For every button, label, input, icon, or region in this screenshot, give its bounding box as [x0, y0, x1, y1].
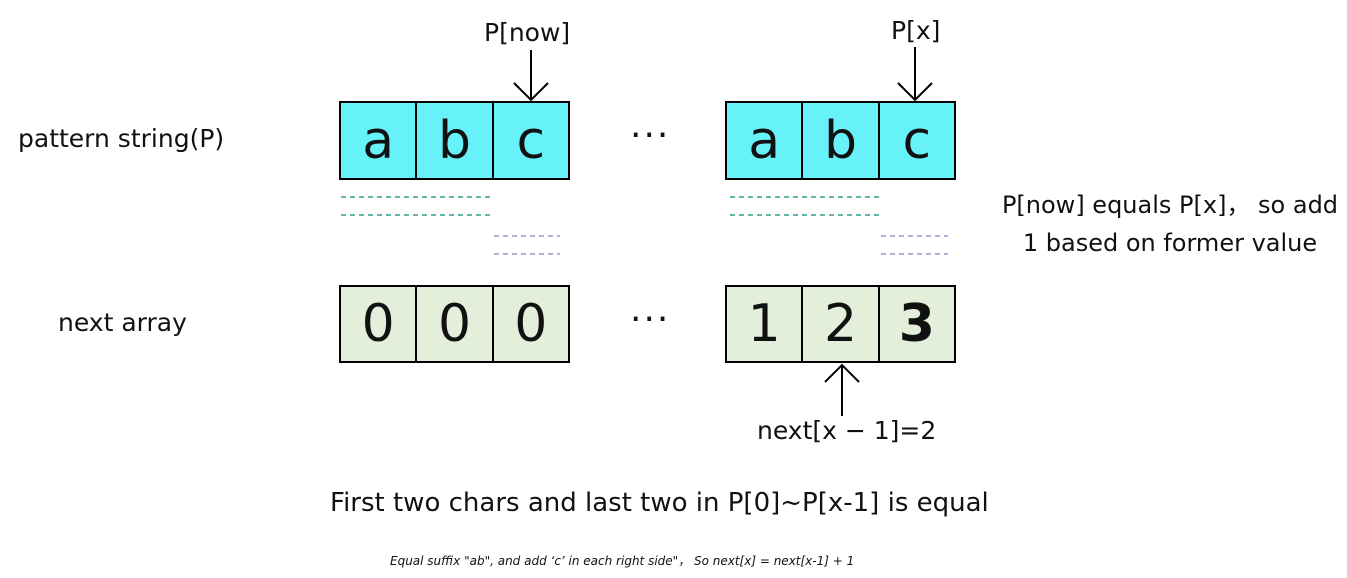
prefix-dash-marks-right — [730, 196, 882, 216]
p-now-arrow — [513, 50, 549, 102]
next-x-minus-1-label: next[x − 1]=2 — [757, 416, 937, 445]
pattern-cell: b — [415, 103, 492, 178]
bottom-note: Equal suffix "ab", and add ‘c’ in each r… — [390, 554, 855, 568]
next-cell: 1 — [727, 287, 802, 361]
next-ellipsis: ··· — [630, 299, 671, 340]
pattern-ellipsis: ··· — [630, 115, 671, 156]
pattern-cell: a — [727, 103, 802, 178]
bottom-title: First two chars and last two in P[0]~P[x… — [330, 488, 989, 518]
suffix-dash-marks-left — [494, 235, 560, 255]
p-x-arrow — [897, 47, 933, 102]
next-cell-highlighted: 3 — [877, 287, 954, 361]
next-x-minus-1-arrow — [824, 363, 860, 416]
next-left-group: 0 0 0 — [339, 285, 570, 363]
next-cell: 0 — [491, 287, 568, 361]
next-cell: 0 — [341, 287, 416, 361]
p-x-label: P[x] — [891, 16, 941, 45]
side-note: P[now] equals P[x]， so add 1 based on fo… — [1001, 191, 1339, 257]
p-now-label: P[now] — [484, 18, 571, 47]
suffix-dash-marks-right — [881, 235, 948, 255]
pattern-right-group: a b c — [725, 101, 956, 180]
next-cell: 0 — [415, 287, 492, 361]
pattern-cell: c — [491, 103, 568, 178]
pattern-cell: c — [877, 103, 954, 178]
pattern-cell: b — [801, 103, 878, 178]
prefix-dash-marks-left — [341, 196, 493, 216]
pattern-cell: a — [341, 103, 416, 178]
next-cell: 2 — [801, 287, 878, 361]
next-array-row-label: next array — [58, 308, 187, 337]
next-right-group: 1 2 3 — [725, 285, 956, 363]
pattern-left-group: a b c — [339, 101, 570, 180]
pattern-row-label: pattern string(P) — [18, 124, 225, 153]
